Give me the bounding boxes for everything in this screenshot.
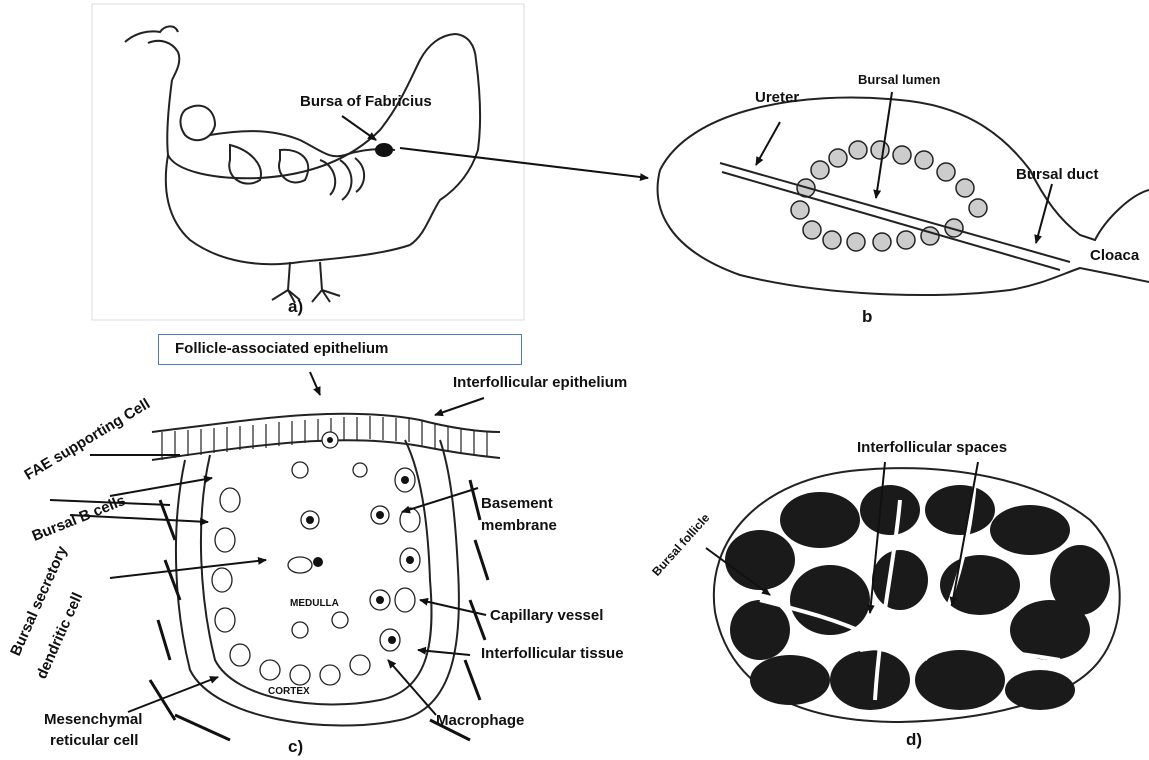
panel-b-bursa xyxy=(658,98,1149,295)
panel-c-letter: c) xyxy=(288,738,303,757)
label-bursa-of-fabricius: Bursa of Fabricius xyxy=(300,94,432,111)
label-ureter: Ureter xyxy=(755,90,799,107)
arrow-mesenchymal xyxy=(128,677,218,712)
label-mesenchymal-1: Mesenchymal xyxy=(44,712,142,729)
label-capillary-vessel: Capillary vessel xyxy=(490,608,603,625)
panel-b-letter: b xyxy=(862,308,872,327)
label-medulla: MEDULLA xyxy=(290,598,339,609)
panel-d-cross-section xyxy=(714,468,1120,722)
arrow-capillary xyxy=(420,600,486,615)
label-interfollicular-epithelium: Interfollicular epithelium xyxy=(453,375,627,392)
arrow-basement xyxy=(402,488,478,512)
label-interfollicular-spaces: Interfollicular spaces xyxy=(857,440,1007,457)
label-basement-2: membrane xyxy=(481,518,557,535)
arrow-interfollicular-epithelium xyxy=(435,398,484,415)
label-mesenchymal-2: reticular cell xyxy=(50,733,138,750)
label-basement-1: Basement xyxy=(481,496,553,513)
label-interfollicular-tissue: Interfollicular tissue xyxy=(481,646,624,663)
arrow-bursal-duct xyxy=(1036,184,1052,243)
arrow-fae-box xyxy=(310,372,320,395)
panel-d-letter: d) xyxy=(906,731,922,750)
label-bursal-lumen: Bursal lumen xyxy=(858,73,940,87)
arrow-bursal-b-cells xyxy=(110,478,212,496)
arrow-interfollicular-tissue xyxy=(418,650,470,655)
arrow-macrophage xyxy=(388,660,436,715)
panel-c-follicle xyxy=(150,414,500,740)
panel-a-chicken xyxy=(92,4,524,320)
label-bursal-duct: Bursal duct xyxy=(1016,167,1099,184)
label-follicle-associated-epithelium: Follicle-associated epithelium xyxy=(158,334,522,365)
panel-a-letter: a) xyxy=(288,298,303,317)
arrow-bursa-label xyxy=(342,116,376,140)
label-cortex: CORTEX xyxy=(268,686,310,697)
label-macrophage: Macrophage xyxy=(436,713,524,730)
label-cloaca: Cloaca xyxy=(1090,248,1139,265)
arrow-secretory xyxy=(110,560,266,578)
arrow-ureter xyxy=(756,122,780,165)
